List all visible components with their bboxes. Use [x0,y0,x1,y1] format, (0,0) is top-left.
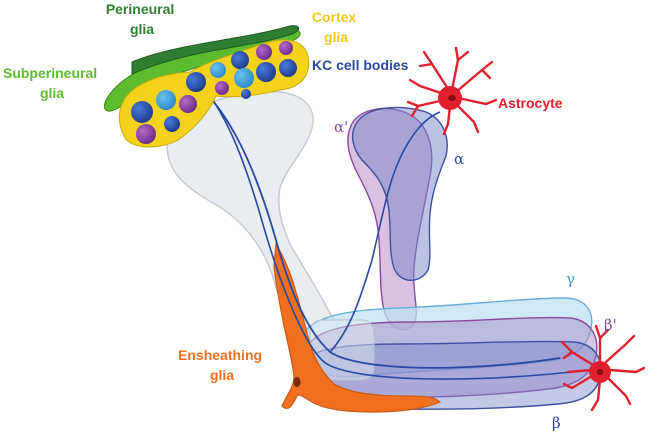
ensheathing-label: Ensheathing glia [178,347,266,383]
kc-cell [215,81,229,95]
astrocyte-bottom [560,324,646,412]
perineural-glia-shape [131,25,299,75]
kc-axon-3 [329,111,441,353]
kc-cell [210,62,226,78]
astrocyte-bottom-nucleus [596,369,604,375]
kc-cell-bodies [131,41,297,144]
subperineural-label: Subperineural glia [3,65,101,101]
kc-cell [234,68,254,88]
beta-label: β [552,414,561,432]
kc-cell-bodies-label: KC cell bodies [312,57,409,73]
kc-cell [279,41,293,55]
astrocyte-label: Astrocyte [498,95,563,111]
beta-prime-label: β' [604,316,617,334]
kc-cell [136,124,156,144]
kc-axon-2 [197,81,591,380]
kc-cell [231,51,249,69]
kc-cell [256,44,272,60]
kc-cell [164,116,180,132]
cortex-label: Cortex glia [312,9,360,45]
alpha-prime-label: α' [334,118,348,136]
kc-cell [179,95,197,113]
astrocyte-top [406,46,498,136]
kc-cell [256,62,276,82]
kc-cell [131,101,153,123]
kc-cell [241,89,251,99]
alpha-label: α [454,150,464,168]
kc-cell [156,90,176,110]
kc-cell [186,72,206,92]
alpha-lobe [351,106,448,281]
gamma-label: γ [566,270,575,288]
astrocyte-top-nucleus [448,95,456,101]
perineural-label: Perineural glia [106,1,178,37]
ensheathing-glia-nucleus [293,377,301,387]
kc-cell [279,59,297,77]
kc-axon-1 [191,79,561,369]
